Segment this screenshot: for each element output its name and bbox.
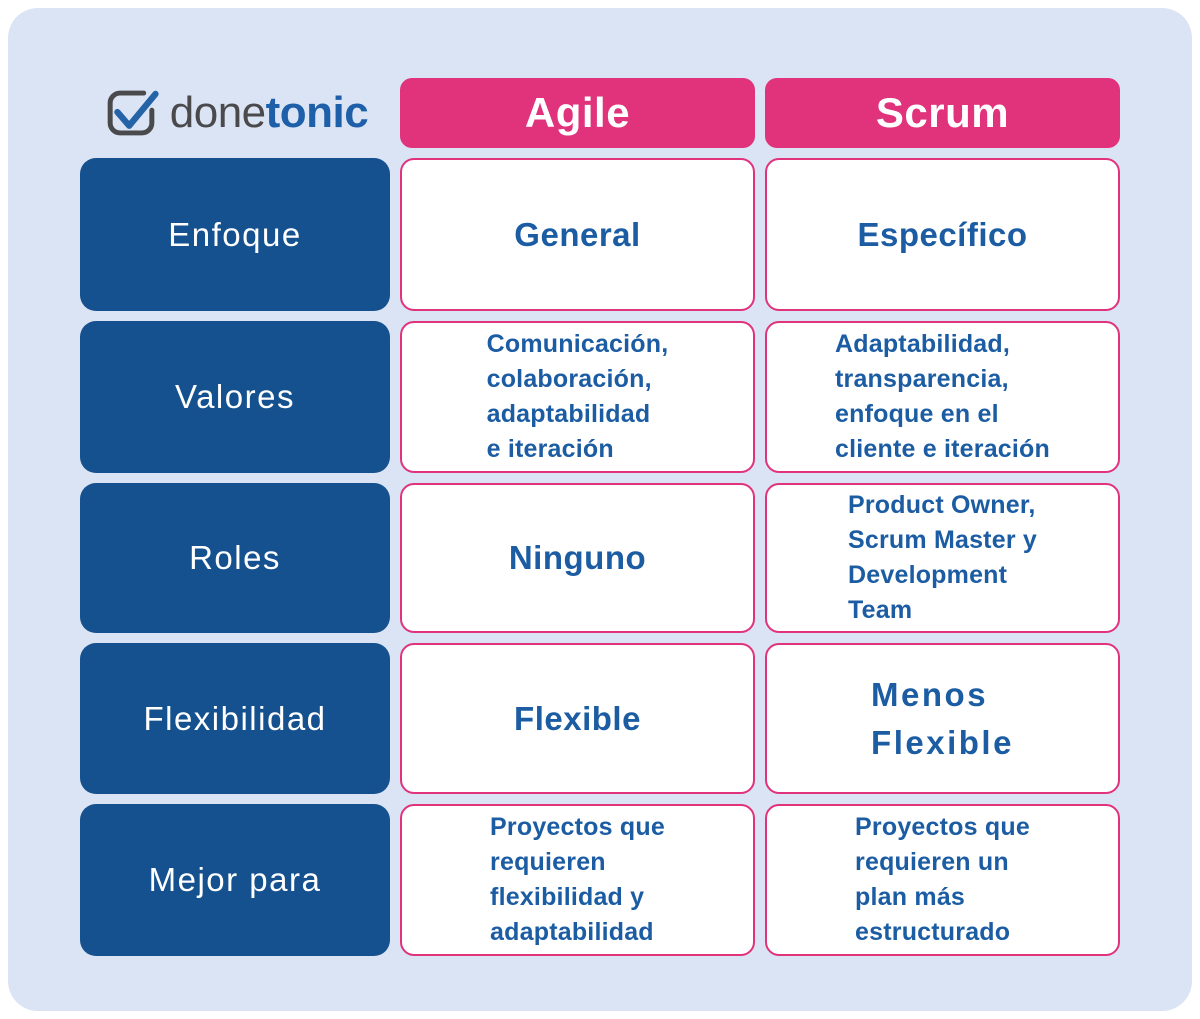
cell-scrum-mejor-para: Proyectos que requieren un plan más estr… (765, 804, 1120, 956)
cell-scrum-flexibilidad: Menos Flexible (765, 643, 1120, 794)
cell-agile-valores: Comunicación, colaboración, adaptabilida… (400, 321, 755, 473)
cell-agile-roles: Ninguno (400, 483, 755, 633)
cell-agile-flexibilidad-text: Flexible (514, 699, 641, 737)
row-label-enfoque: Enfoque (80, 158, 390, 311)
cell-agile-valores-text: Comunicación, colaboración, adaptabilida… (486, 330, 669, 463)
brand-name: donetonic (170, 91, 369, 135)
cell-agile-enfoque: General (400, 158, 755, 311)
cell-agile-roles-text: Ninguno (508, 539, 647, 576)
row-label-flexibilidad: Flexibilidad (80, 643, 390, 794)
infographic-card: donetonic Agile Scrum Enfoque General Es… (8, 8, 1192, 1011)
cell-agile-flexibilidad: Flexible (400, 643, 755, 794)
cell-agile-enfoque-text: General (514, 215, 641, 253)
cell-scrum-roles: Product Owner, Scrum Master y Developmen… (765, 483, 1120, 633)
brand-name-tonic: tonic (265, 88, 369, 137)
row-label-valores: Valores (80, 321, 390, 473)
column-header-scrum: Scrum (765, 78, 1120, 148)
cell-scrum-valores: Adaptabilidad, transparencia, enfoque en… (765, 321, 1120, 473)
row-label-mejor-para: Mejor para (80, 804, 390, 956)
brand-name-done: done (169, 88, 266, 137)
cell-scrum-mejor-para-text: Proyectos que requieren un plan más estr… (855, 813, 1030, 946)
column-header-agile: Agile (400, 78, 755, 148)
cell-scrum-roles-text: Product Owner, Scrum Master y Developmen… (848, 491, 1037, 624)
cell-agile-mejor-para: Proyectos que requieren flexibilidad y a… (400, 804, 755, 956)
cell-scrum-enfoque-text: Específico (857, 215, 1028, 253)
cell-agile-mejor-para-text: Proyectos que requieren flexibilidad y a… (490, 813, 665, 946)
checkbox-check-icon (102, 84, 160, 142)
brand-logo: donetonic (80, 78, 390, 148)
cell-scrum-enfoque: Específico (765, 158, 1120, 311)
cell-scrum-flexibilidad-text: Menos Flexible (871, 675, 1014, 761)
comparison-table: donetonic Agile Scrum Enfoque General Es… (80, 78, 1120, 956)
row-label-roles: Roles (80, 483, 390, 633)
cell-scrum-valores-text: Adaptabilidad, transparencia, enfoque en… (835, 330, 1050, 463)
